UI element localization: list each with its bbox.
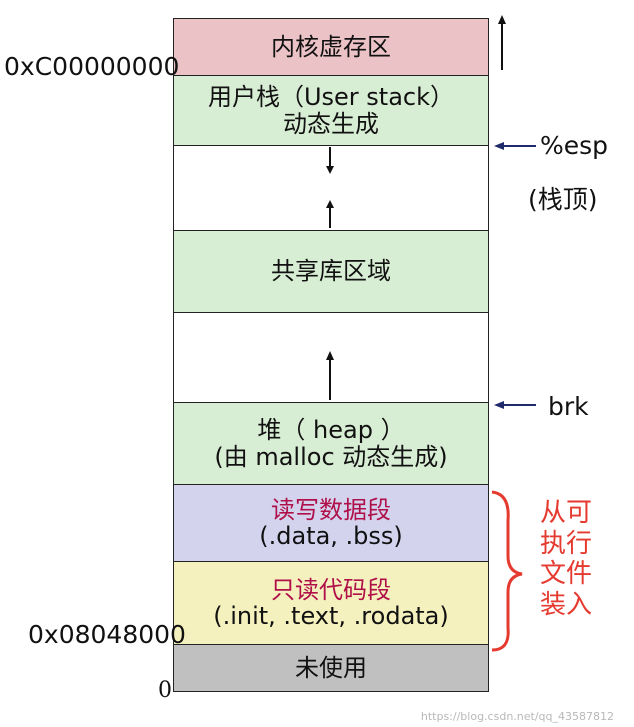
esp-note-label: (栈顶) xyxy=(528,185,598,214)
loaded-note-line-4: 装入 xyxy=(540,590,593,621)
user-stack-note: 动态生成 xyxy=(283,109,379,138)
loaded-from-executable-note: 从可 执行 文件 装入 xyxy=(540,498,592,621)
rw-data-segment: 读写数据段 (.data, .bss) xyxy=(173,484,489,562)
zero-address-label: 0 xyxy=(158,678,172,703)
shared-lib-segment: 共享库区域 xyxy=(173,230,489,313)
shared-lib-up-arrow-icon xyxy=(326,200,334,228)
loaded-note-line-3: 文件 xyxy=(540,559,593,590)
ro-code-note: (.init, .text, .rodata) xyxy=(213,602,449,630)
curly-brace-icon xyxy=(491,490,523,652)
heap-note: (由 malloc 动态生成) xyxy=(214,442,448,471)
kernel-segment: 内核虚存区 xyxy=(173,18,489,76)
kernel-label: 内核虚存区 xyxy=(271,32,391,61)
loaded-note-line-2: 执行 xyxy=(540,528,593,559)
bottom-address-label: 0x08048000 xyxy=(28,620,186,649)
loaded-note-line-1: 从可 xyxy=(540,498,593,528)
heap-label: 堆（ heap ） xyxy=(257,416,405,445)
unused-segment: 未使用 xyxy=(173,644,489,692)
watermark-text: https://blog.csdn.net/qq_43587812 xyxy=(420,710,614,723)
rw-data-label: 读写数据段 xyxy=(271,495,391,524)
top-address-label: 0xC00000000 xyxy=(4,52,180,81)
heap-segment: 堆（ heap ） (由 malloc 动态生成) xyxy=(173,402,489,485)
stack-down-arrow-icon xyxy=(326,147,334,174)
top-up-arrow-icon xyxy=(498,15,506,70)
ro-code-label: 只读代码段 xyxy=(271,575,391,604)
rw-data-note: (.data, .bss) xyxy=(259,522,403,550)
heap-up-arrow-icon xyxy=(326,351,334,400)
shared-lib-label: 共享库区域 xyxy=(271,257,391,286)
ro-code-segment: 只读代码段 (.init, .text, .rodata) xyxy=(173,561,489,645)
user-stack-label: 用户栈（User stack） xyxy=(207,83,455,112)
esp-label: %esp xyxy=(540,131,609,160)
unused-label: 未使用 xyxy=(295,653,367,682)
esp-pointer-arrow-icon xyxy=(494,142,536,150)
brk-label: brk xyxy=(548,392,589,421)
brk-pointer-arrow-icon xyxy=(494,401,536,409)
